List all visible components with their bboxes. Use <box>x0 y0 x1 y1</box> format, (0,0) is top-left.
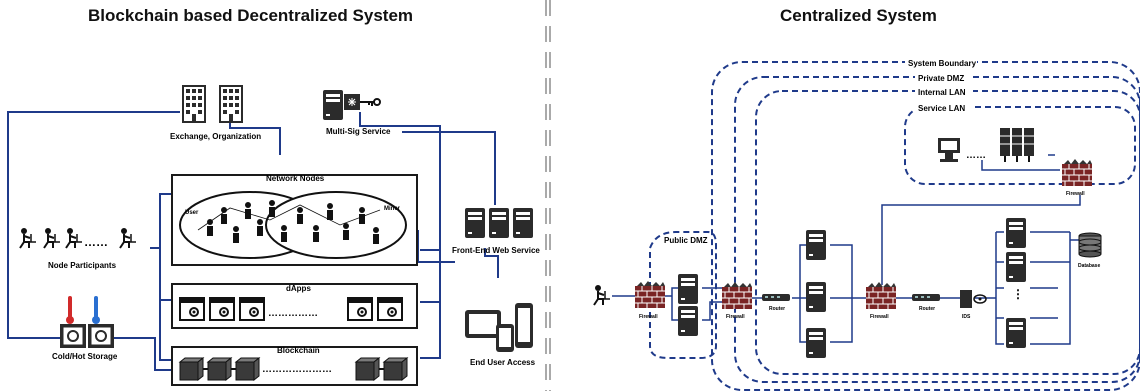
safe-icon-1 <box>59 323 87 349</box>
person-icon-2 <box>43 227 61 249</box>
dapps-box: dApps …………… <box>171 283 418 329</box>
building-icon-1 <box>182 85 206 123</box>
svg-text:⋮: ⋮ <box>1012 287 1024 301</box>
router-icon-2 <box>912 294 940 301</box>
public-dmz-label: Public DMZ <box>664 236 708 245</box>
firewall-label-2: Firewall <box>726 314 745 320</box>
server-icon-1 <box>465 208 485 238</box>
server-icon-dmz-1 <box>678 274 698 304</box>
router-label-1: Router <box>769 306 785 312</box>
network-nodes-label: Network Nodes <box>266 174 325 183</box>
server-icon-2 <box>489 208 509 238</box>
server-farm: ⋮ <box>1006 218 1026 348</box>
key-icon <box>360 101 374 106</box>
router-label-2: Router <box>919 306 935 312</box>
firewall-icon-2 <box>721 281 753 310</box>
internal-lan-label: Internal LAN <box>918 88 966 97</box>
eye-icon <box>973 294 987 304</box>
router-nodes: Router Router <box>762 294 940 312</box>
left-connection-lines <box>7 111 499 371</box>
person-icon-1 <box>19 227 37 249</box>
system-boundary-label: System Boundary <box>908 59 977 68</box>
front-end-web-service: Front-End Web Service <box>452 208 540 255</box>
dapp-icon-1 <box>179 297 205 321</box>
person-icon-3 <box>65 227 83 249</box>
boundary-labels: System Boundary Private DMZ Internal LAN… <box>664 58 977 245</box>
right-title: Centralized System <box>780 6 937 25</box>
firewall-label-1: Firewall <box>639 314 658 320</box>
node-participants-label: Node Participants <box>48 261 117 270</box>
block-icon-2 <box>207 357 232 381</box>
service-lan-contents: …… <box>938 128 1034 162</box>
safe-icon-2 <box>87 323 115 349</box>
svg-text:……: …… <box>84 235 108 249</box>
network-nodes-box: Network Nodes User Miner <box>171 174 418 266</box>
dapp-icon-3 <box>239 297 265 321</box>
service-lan-label: Service LAN <box>918 104 965 113</box>
left-title: Blockchain based Decentralized System <box>88 6 414 25</box>
dapps-label: dApps <box>286 284 311 293</box>
service-lan-ring <box>904 106 1136 185</box>
server-icon-int-3 <box>806 328 826 358</box>
block-icon-3 <box>235 357 260 381</box>
block-icon-1 <box>179 357 204 381</box>
end-user-label: End User Access <box>470 358 536 367</box>
end-user-access: End User Access <box>465 303 536 367</box>
dapp-icon-4 <box>347 297 373 321</box>
ids-node: IDS <box>960 290 987 320</box>
exchange-organization-node: Exchange, Organization <box>170 85 261 141</box>
blockchain-box: Blockchain ………………… <box>171 346 418 386</box>
user-label: User <box>185 210 199 216</box>
block-icon-5 <box>383 357 408 381</box>
firewall-icon-3 <box>865 281 897 310</box>
ids-device-icon <box>960 290 972 308</box>
cold-hot-storage: Cold/Hot Storage <box>52 296 118 361</box>
public-dmz-ring <box>649 231 717 359</box>
building-icon-2 <box>219 85 243 123</box>
database-label: Database <box>1078 263 1100 269</box>
thermometer-cold-icon <box>94 296 98 318</box>
blockchain-label: Blockchain <box>277 346 320 355</box>
multisig-label: Multi-Sig Service <box>326 127 391 136</box>
node-participants: …… Node Participants <box>19 227 137 270</box>
firewall-icon-4 <box>1061 158 1093 187</box>
server-icon-int-2 <box>806 282 826 312</box>
router-icon-1 <box>762 294 790 301</box>
firewall-label-4: Firewall <box>1066 191 1085 197</box>
server-icon-farm-2 <box>1006 252 1026 282</box>
public-dmz-servers <box>678 274 698 336</box>
thermometer-hot-icon <box>68 296 72 318</box>
multisig-service-node: Multi-Sig Service <box>323 90 391 136</box>
firewall-icon-1 <box>634 280 666 309</box>
server-icon-3 <box>513 208 533 238</box>
miner-label: Miner <box>384 206 401 212</box>
server-icon-dmz-2 <box>678 306 698 336</box>
svg-text:……: …… <box>966 150 986 161</box>
database-node: Database <box>1078 232 1102 269</box>
exchange-label: Exchange, Organization <box>170 132 261 141</box>
person-icon-4 <box>119 227 137 249</box>
firewall-label-3: Firewall <box>870 314 889 320</box>
server-icon-farm-1 <box>1006 218 1026 248</box>
section-divider <box>545 0 551 391</box>
internal-servers <box>806 230 826 358</box>
storage-label: Cold/Hot Storage <box>52 352 118 361</box>
frontend-label: Front-End Web Service <box>452 246 540 255</box>
svg-text:…………………: ………………… <box>262 364 332 375</box>
firewall-nodes: Firewall Firewall Firewall Firewall <box>634 158 1093 320</box>
svg-text:……………: …………… <box>268 308 318 319</box>
dapp-icon-5 <box>377 297 403 321</box>
ids-label: IDS <box>962 314 971 320</box>
server-icon <box>323 90 343 120</box>
boundary-rings <box>649 61 1140 391</box>
server-icon-farm-3 <box>1006 318 1026 348</box>
block-icon-4 <box>355 357 380 381</box>
server-rack-icon <box>1000 128 1034 162</box>
server-icon-int-1 <box>806 230 826 260</box>
user-person-icon <box>593 284 611 306</box>
private-dmz-label: Private DMZ <box>918 74 964 83</box>
dapp-icon-2 <box>209 297 235 321</box>
private-dmz-ring <box>734 76 1140 383</box>
